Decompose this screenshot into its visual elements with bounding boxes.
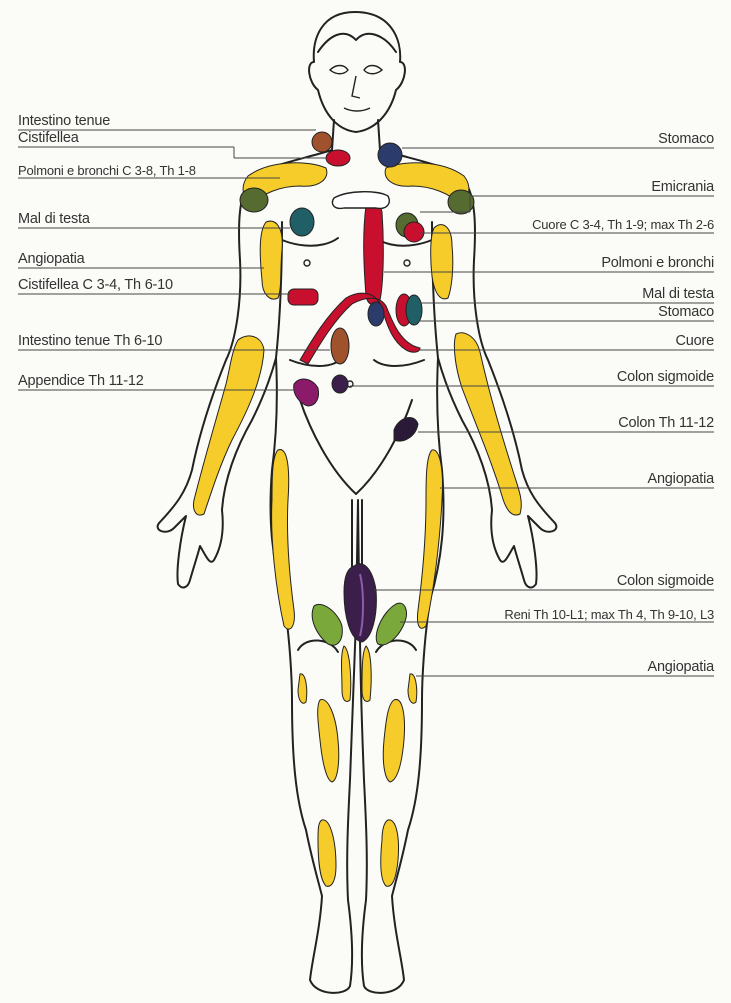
right-kidney-zone xyxy=(376,603,406,645)
collar-bar xyxy=(332,192,389,209)
label-cuore-vertebrae: Cuore C 3-4, Th 1-9; max Th 2-6 xyxy=(532,216,714,233)
label-angiopatia-left: Angiopatia xyxy=(18,251,85,268)
pelvis-line xyxy=(300,400,412,494)
left-inner-knee-zone xyxy=(342,646,351,702)
label-colon-vertebrae: Colon Th 11-12 xyxy=(618,415,714,432)
label-mal-di-testa-right: Mal di testa xyxy=(642,286,714,303)
stomach-center-zone xyxy=(368,302,384,326)
label-polmoni-bronchi-left: Polmoni e bronchi C 3-8, Th 1-8 xyxy=(18,162,196,179)
left-thigh-zone xyxy=(272,450,295,630)
heart-strip xyxy=(364,203,384,305)
label-angiopatia-right-mid: Angiopatia xyxy=(647,471,714,488)
label-emicrania: Emicrania xyxy=(651,179,714,196)
left-emicrania-zone xyxy=(240,188,268,212)
label-colon-sigmoide-upper: Colon sigmoide xyxy=(617,369,714,386)
right-eye xyxy=(364,66,382,74)
intestine-zone xyxy=(331,328,349,364)
label-appendice: Appendice Th 11-12 xyxy=(18,373,144,390)
label-intestino-tenue: Intestino tenue xyxy=(18,113,110,130)
head-outline xyxy=(309,12,405,132)
left-upper-arm-zone xyxy=(260,221,282,299)
left-ankle-zone xyxy=(318,820,336,886)
right-inner-knee-zone xyxy=(362,646,371,702)
right-nipple xyxy=(404,260,410,266)
label-cistifellea: Cistifellea xyxy=(18,130,79,147)
appendix-zone xyxy=(294,379,319,406)
nose xyxy=(352,76,360,98)
label-intestino-tenue-vertebrae: Intestino tenue Th 6-10 xyxy=(18,333,162,350)
left-shin-zone xyxy=(318,699,339,782)
label-stomaco-top: Stomaco xyxy=(658,131,714,148)
right-thigh-zone xyxy=(417,450,442,628)
right-ankle-zone xyxy=(381,820,399,886)
left-head-zone xyxy=(290,208,314,236)
label-angiopatia-right-low: Angiopatia xyxy=(647,659,714,676)
right-shin-zone xyxy=(383,699,404,782)
label-polmoni-bronchi-right: Polmoni e bronchi xyxy=(601,255,714,272)
right-head-zone xyxy=(406,295,422,325)
right-outer-knee-zone xyxy=(408,674,417,703)
label-colon-sigmoide-lower: Colon sigmoide xyxy=(617,573,714,590)
label-cistifellea-vertebrae: Cistifellea C 3-4, Th 6-10 xyxy=(18,277,173,294)
right-heart-zone xyxy=(404,222,424,242)
mouth xyxy=(344,108,370,111)
neck-lung-zone xyxy=(326,150,350,166)
left-kidney-zone xyxy=(312,604,342,645)
label-stomaco-mid: Stomaco xyxy=(658,304,714,321)
neck-stomach-zone xyxy=(378,143,402,167)
colon-zone xyxy=(394,417,418,441)
left-eye xyxy=(330,66,348,74)
label-cuore: Cuore xyxy=(676,333,715,350)
face-details xyxy=(330,66,382,112)
left-gallbladder-zone xyxy=(288,289,318,305)
right-upper-arm-zone xyxy=(431,225,453,299)
left-outer-knee-zone xyxy=(298,674,307,703)
left-nipple xyxy=(304,260,310,266)
sigmoid-colon-zone xyxy=(332,375,348,393)
label-mal-di-testa-left: Mal di testa xyxy=(18,211,90,228)
neck-gallbladder-zone xyxy=(312,132,332,152)
hairline xyxy=(318,34,396,52)
label-reni: Reni Th 10-L1; max Th 4, Th 9-10, L3 xyxy=(504,606,714,623)
